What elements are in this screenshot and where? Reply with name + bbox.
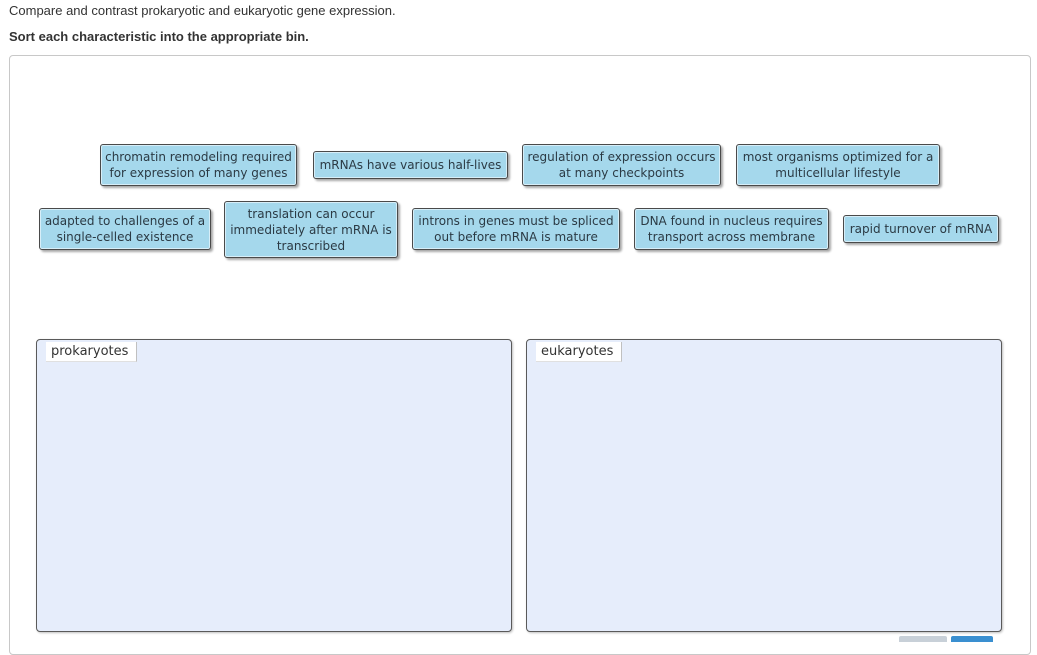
chip-chromatin-remodeling[interactable]: chromatin remodeling required for expres… [100,144,297,186]
question-prompt: Compare and contrast prokaryotic and euk… [9,3,396,18]
chip-rapid-turnover[interactable]: rapid turnover of mRNA [843,215,999,243]
chip-multicellular-lifestyle[interactable]: most organisms optimized for a multicell… [736,144,940,186]
bin-prokaryotes[interactable]: prokaryotes [36,339,512,632]
reset-button[interactable] [899,636,947,642]
bin-prokaryotes-label: prokaryotes [46,342,138,362]
bin-eukaryotes[interactable]: eukaryotes [526,339,1002,632]
chip-mrna-half-lives[interactable]: mRNAs have various half-lives [313,151,508,179]
chip-translation-immediate[interactable]: translation can occur immediately after … [224,201,398,258]
chip-dna-transport[interactable]: DNA found in nucleus requires transport … [634,208,829,250]
chip-introns-spliced[interactable]: introns in genes must be spliced out bef… [412,208,620,250]
chip-single-celled-existence[interactable]: adapted to challenges of a single-celled… [39,208,211,250]
help-button[interactable] [951,636,993,642]
bin-eukaryotes-label: eukaryotes [536,342,623,362]
question-instruction: Sort each characteristic into the approp… [9,29,309,44]
chip-regulation-checkpoints[interactable]: regulation of expression occurs at many … [522,144,721,186]
